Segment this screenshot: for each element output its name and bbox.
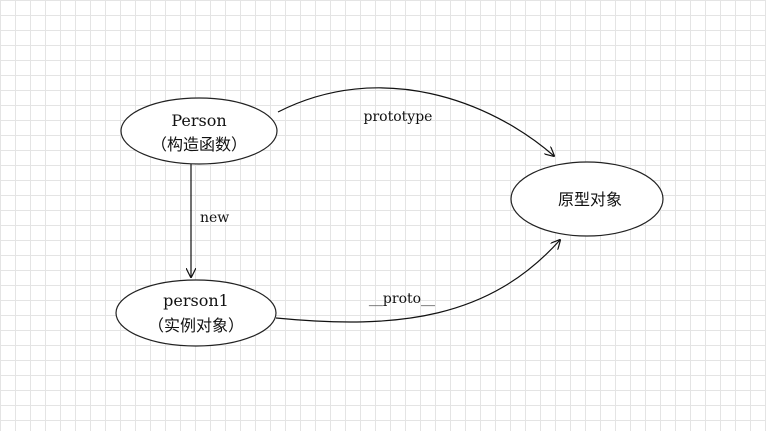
edge-proto-line [275, 240, 560, 323]
edge-prototype: prototype [277, 87, 554, 156]
edge-proto: __proto__ [275, 240, 560, 323]
edge-prototype-line [277, 87, 554, 156]
node-prototype-object-ellipse [510, 161, 664, 237]
node-person-subtitle: （构造函数） [151, 135, 247, 154]
edge-new-label: new [200, 210, 229, 226]
node-person: Person （构造函数） [120, 97, 278, 165]
node-prototype-object: 原型对象 [510, 161, 664, 237]
edge-proto-label: __proto__ [369, 291, 435, 307]
edge-prototype-label: prototype [364, 109, 433, 125]
node-prototype-object-label: 原型对象 [558, 190, 622, 209]
node-person-title: Person [171, 111, 226, 130]
node-person1-title: person1 [163, 291, 229, 310]
edge-new: new [191, 163, 229, 277]
node-person-ellipse [120, 97, 278, 165]
node-person1: person1 （实例对象） [115, 279, 277, 347]
node-person1-ellipse [115, 279, 277, 347]
node-person1-subtitle: （实例对象） [148, 316, 244, 335]
